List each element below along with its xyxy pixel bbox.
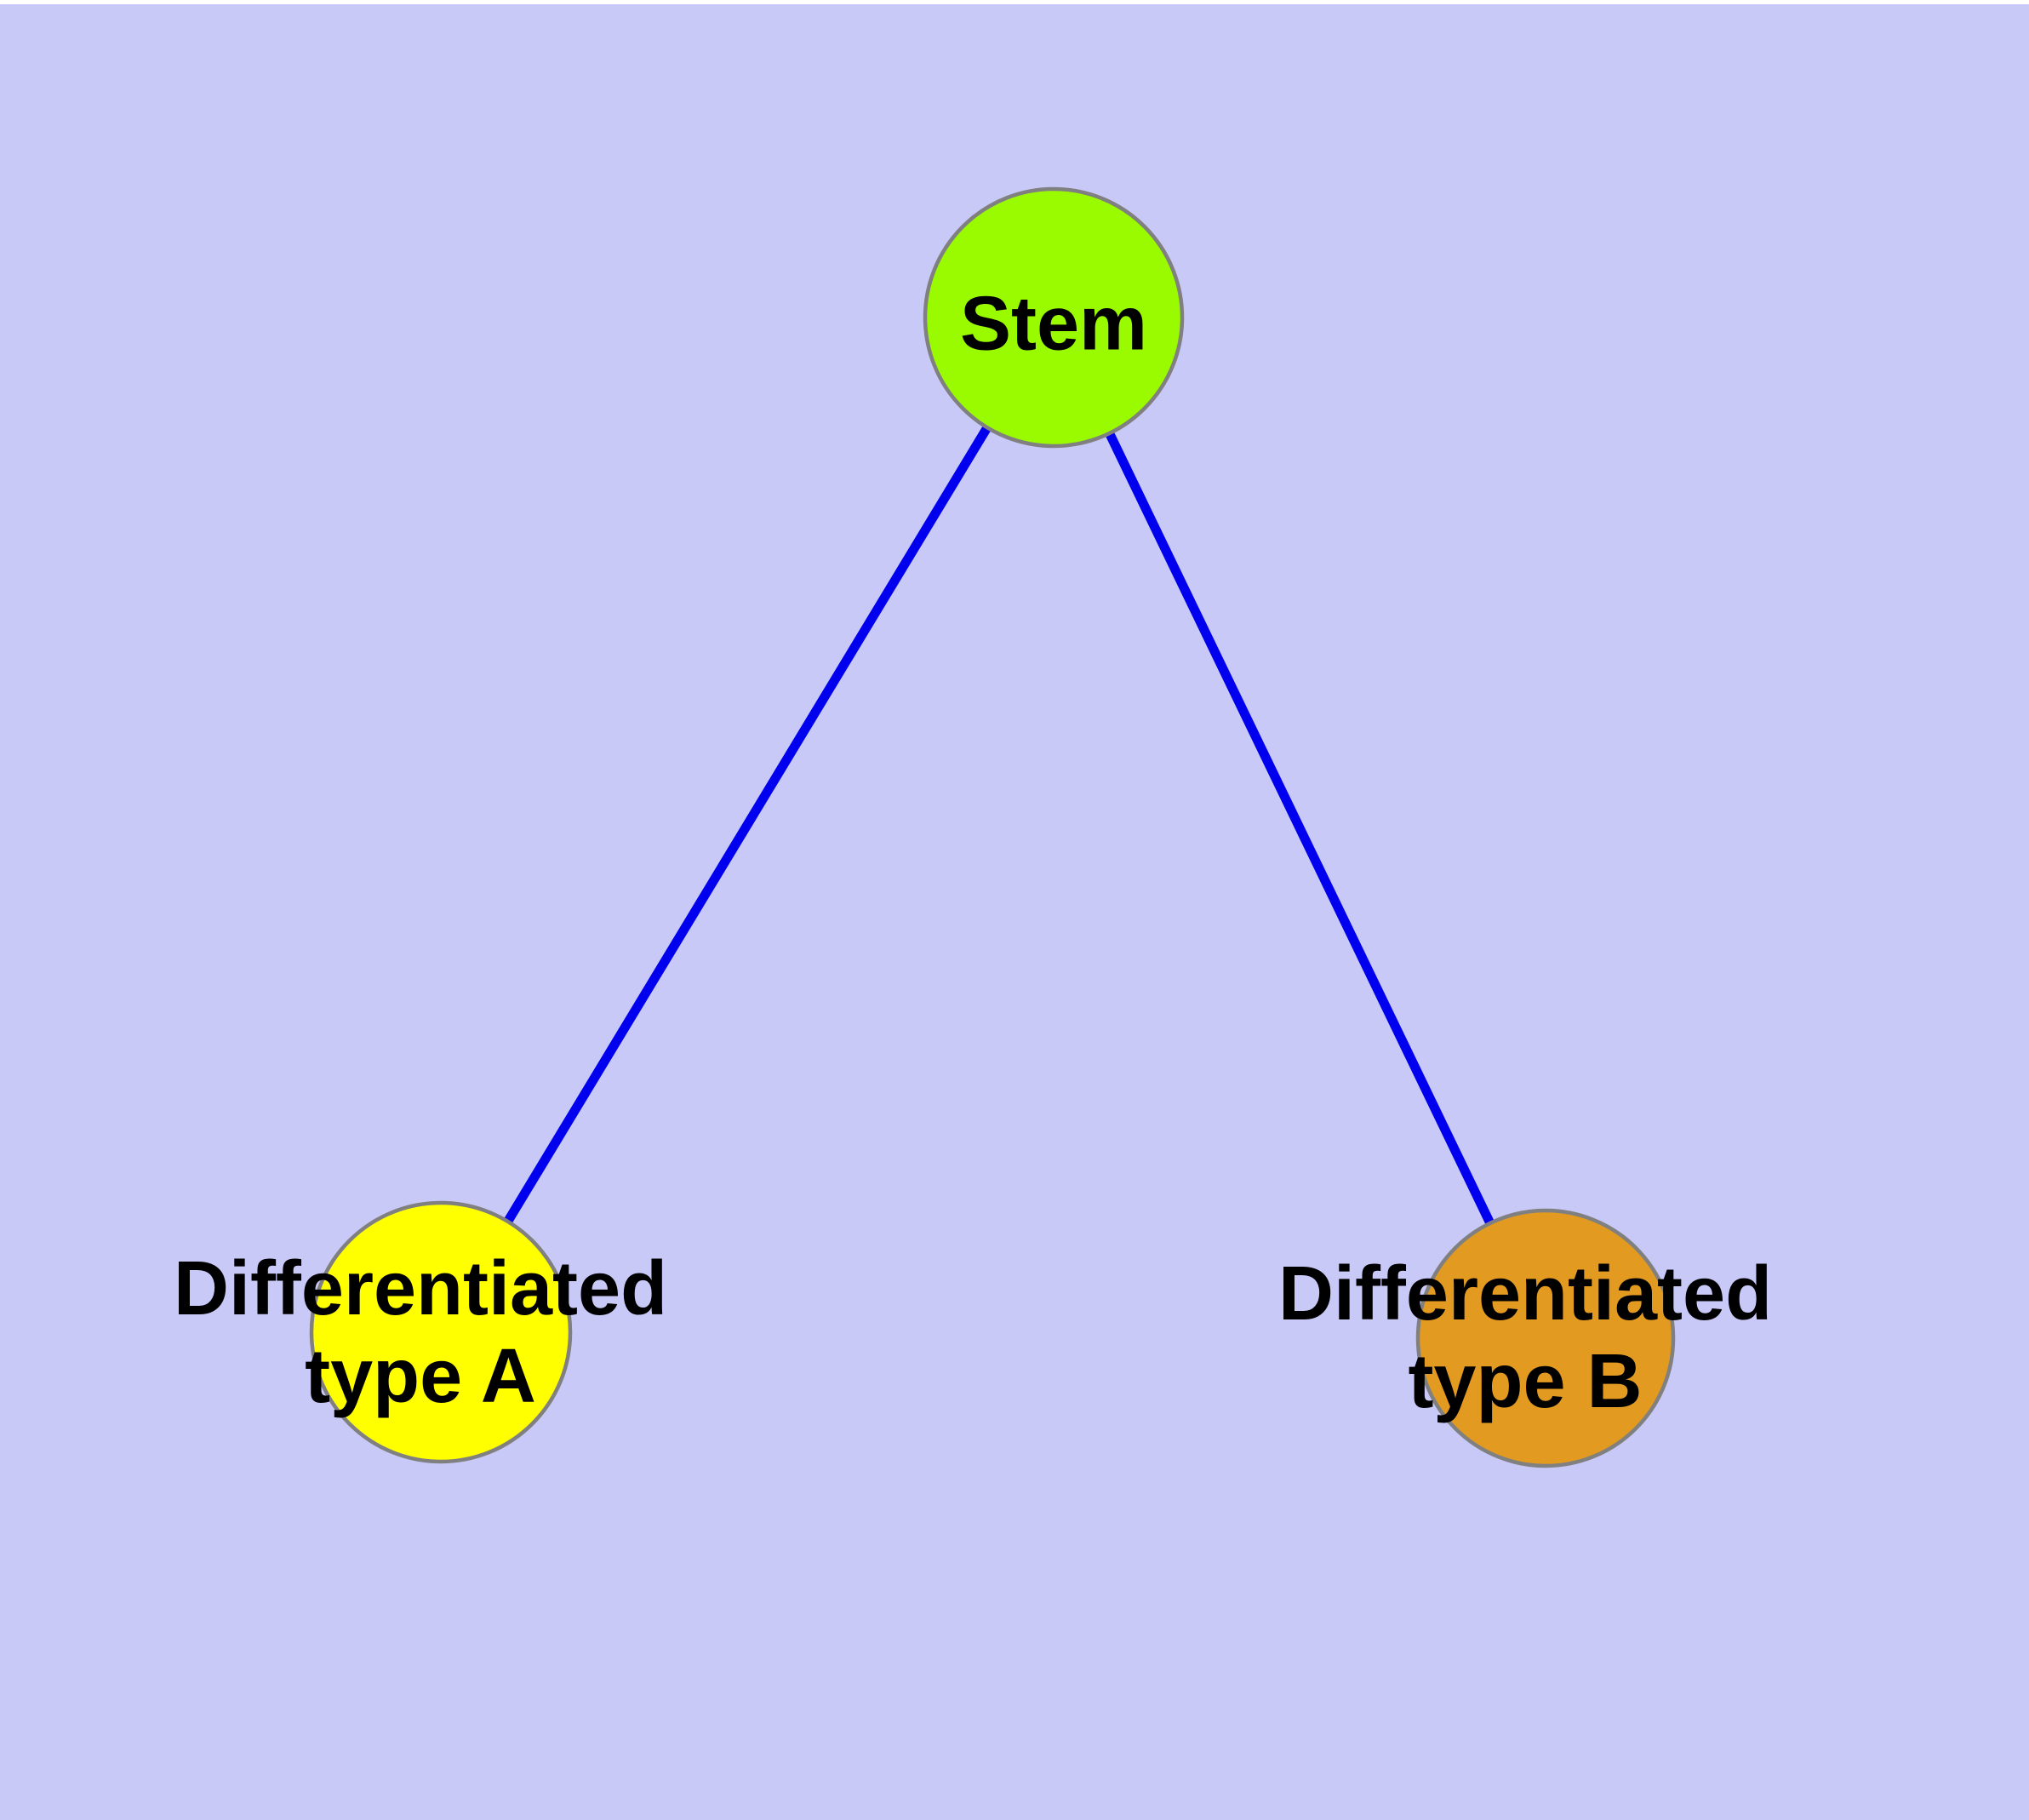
node-label-diff-b: Differentiated type B [1277,1251,1773,1424]
edge-stem-to-diff-b [1049,315,1550,1341]
edge-stem-to-diff-a [437,315,1058,1335]
node-circle-diff-a [309,1200,573,1464]
top-edge-strip [0,0,2029,4]
node-label-diff-a: Differentiated type A [173,1246,668,1419]
node-circle-stem [923,186,1185,449]
node-circle-diff-b [1415,1208,1676,1468]
node-label-stem: Stem [959,281,1148,367]
